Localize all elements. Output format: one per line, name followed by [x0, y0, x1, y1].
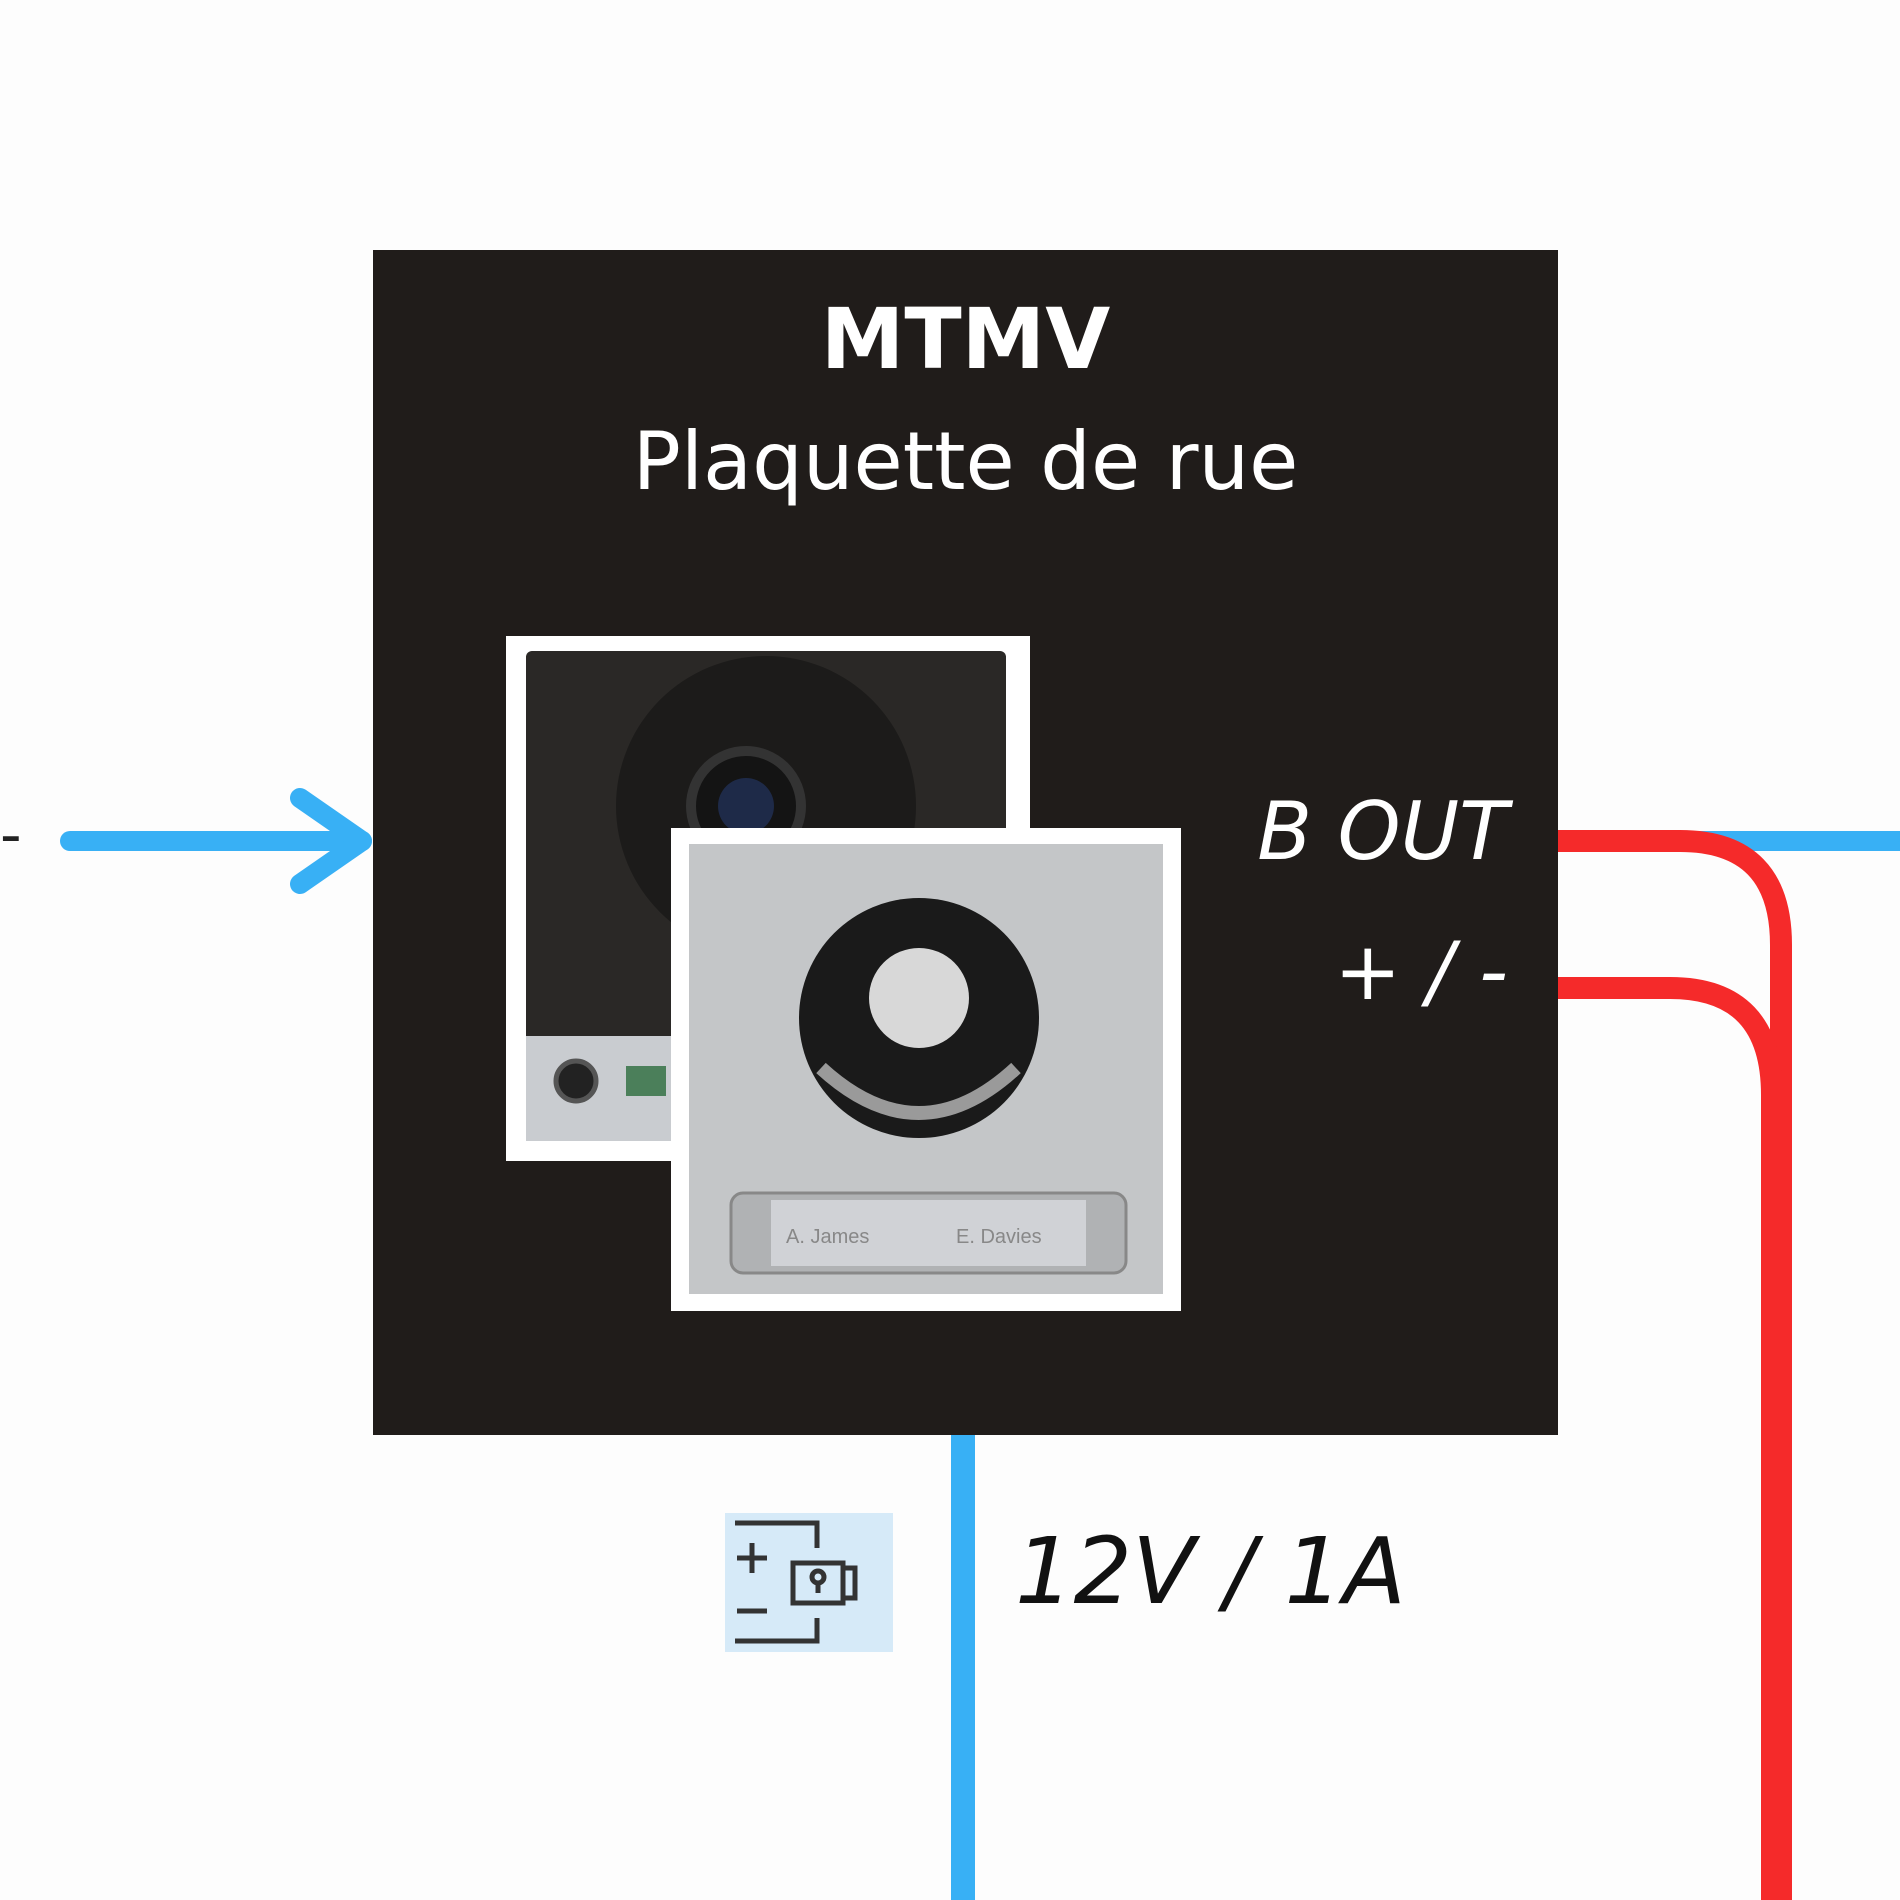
red-wire-2	[1558, 977, 1783, 1900]
front-panel-photo: A. James E. Davies	[671, 828, 1181, 1311]
arrow-head-icon	[290, 788, 372, 894]
polarity-label: + / -	[1334, 925, 1508, 1018]
nameplate-left: A. James	[786, 1226, 869, 1248]
power-supply-lock-icon[interactable]	[725, 1513, 893, 1652]
port-label: B OUT	[1257, 785, 1508, 878]
terminal-minus-label: -	[0, 800, 22, 870]
power-rating-label: 12V / 1A	[1015, 1518, 1406, 1625]
nameplate-right: E. Davies	[956, 1226, 1042, 1248]
red-wire-1	[1558, 830, 1792, 1900]
device-subtitle: Plaquette de rue	[632, 415, 1299, 508]
device-title: MTMV	[820, 290, 1111, 388]
